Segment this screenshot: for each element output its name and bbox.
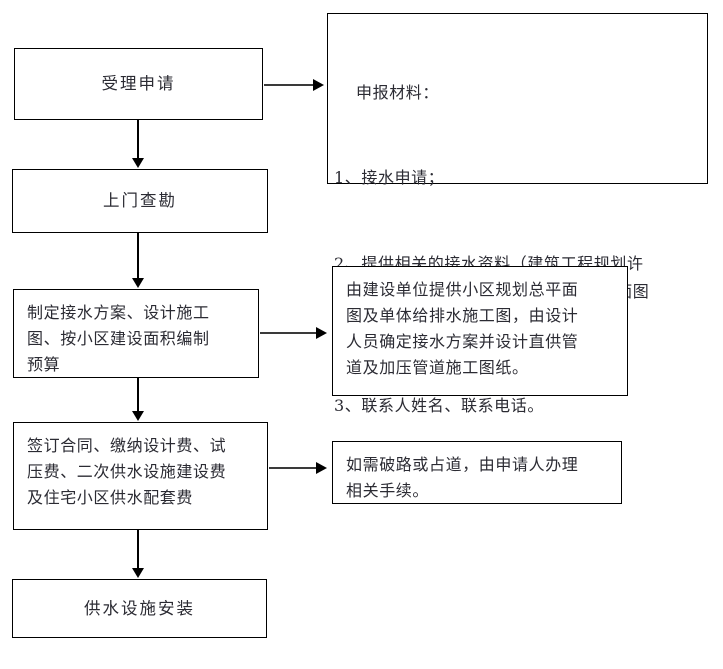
note-box-design-drawings: 由建设单位提供小区规划总平面 图及单体给排水施工图，由设计 人员确定接水方案并设…	[332, 266, 628, 396]
process-step-5-label: 供水设施安装	[84, 598, 195, 618]
process-step-4-label: 签订合同、缴纳设计费、试 压费、二次供水设施建设费 及住宅小区供水配套费	[27, 436, 227, 507]
connector-step4-note3-arrowhead	[316, 462, 327, 474]
connector-step4-note3-line	[269, 467, 317, 469]
connector-step1-note1-line	[264, 84, 314, 86]
connector-step3-note2-arrowhead	[316, 327, 327, 339]
note-1-item-1: 1、接水申请；	[334, 168, 445, 188]
note-box-road-permit: 如需破路或占道，由申请人办理 相关手续。	[332, 441, 622, 504]
note-1-heading: 申报材料：	[356, 82, 440, 102]
connector-step4-step5-arrowhead	[132, 568, 144, 578]
connector-step4-step5-line	[137, 530, 139, 569]
connector-step3-step4-arrowhead	[132, 411, 144, 421]
process-step-3[interactable]: 制定接水方案、设计施工 图、按小区建设面积编制 预算	[13, 289, 259, 378]
note-1-item-3: 3、联系人姓名、联系电话。	[334, 396, 544, 416]
connector-step1-step2-arrowhead	[132, 158, 144, 168]
note-3-text: 如需破路或占道，由申请人办理 相关手续。	[346, 455, 579, 500]
note-1-content: 申报材料： 1、接水申请； 2、提供相关的接水资料（建筑工程规划许 可证、发改委…	[334, 22, 649, 478]
process-step-2-label: 上门查勘	[103, 191, 177, 211]
process-step-1-label: 受理申请	[101, 74, 176, 94]
connector-step1-step2-line	[137, 120, 139, 159]
process-step-5[interactable]: 供水设施安装	[12, 579, 267, 638]
connector-step1-note1-arrowhead	[313, 79, 324, 91]
connector-step3-step4-line	[137, 378, 139, 412]
connector-step3-note2-line	[260, 332, 317, 334]
note-2-text: 由建设单位提供小区规划总平面 图及单体给排水施工图，由设计 人员确定接水方案并设…	[346, 280, 579, 377]
process-step-1[interactable]: 受理申请	[14, 48, 263, 120]
note-box-application-materials: 申报材料： 1、接水申请； 2、提供相关的接水资料（建筑工程规划许 可证、发改委…	[327, 13, 708, 415]
process-step-3-label: 制定接水方案、设计施工 图、按小区建设面积编制 预算	[27, 303, 210, 374]
process-step-2[interactable]: 上门查勘	[12, 169, 268, 233]
connector-step2-step3-line	[137, 233, 139, 279]
process-step-4[interactable]: 签订合同、缴纳设计费、试 压费、二次供水设施建设费 及住宅小区供水配套费	[13, 422, 268, 530]
connector-step2-step3-arrowhead	[132, 278, 144, 288]
